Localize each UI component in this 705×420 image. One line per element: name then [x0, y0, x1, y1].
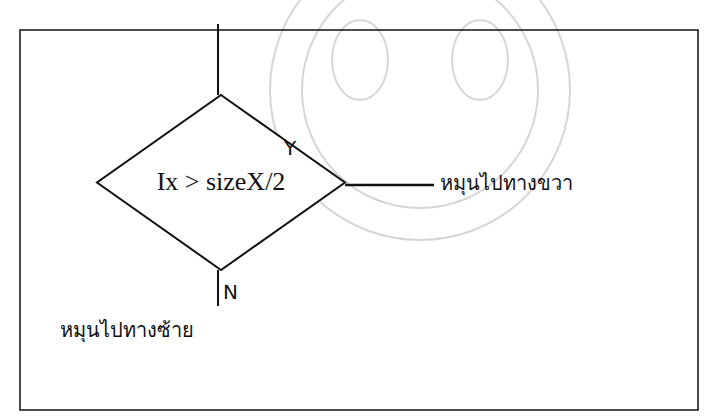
decision-diamond: Ix > sizeX/2	[97, 95, 345, 270]
decision-text: Ix > sizeX/2	[157, 168, 286, 197]
frame-border	[20, 30, 698, 410]
diamond-path	[97, 95, 345, 270]
flow-line	[217, 270, 219, 306]
seal-emblem	[332, 20, 388, 100]
flow-line	[217, 24, 219, 95]
branch-label: Y	[284, 136, 296, 160]
action-text: หมุนไปทางซ้าย	[60, 318, 194, 342]
flow-line	[345, 184, 434, 187]
seal-emblem	[452, 20, 508, 100]
action-text: หมุนไปทางขวา	[440, 171, 573, 195]
branch-label: N	[223, 280, 238, 304]
